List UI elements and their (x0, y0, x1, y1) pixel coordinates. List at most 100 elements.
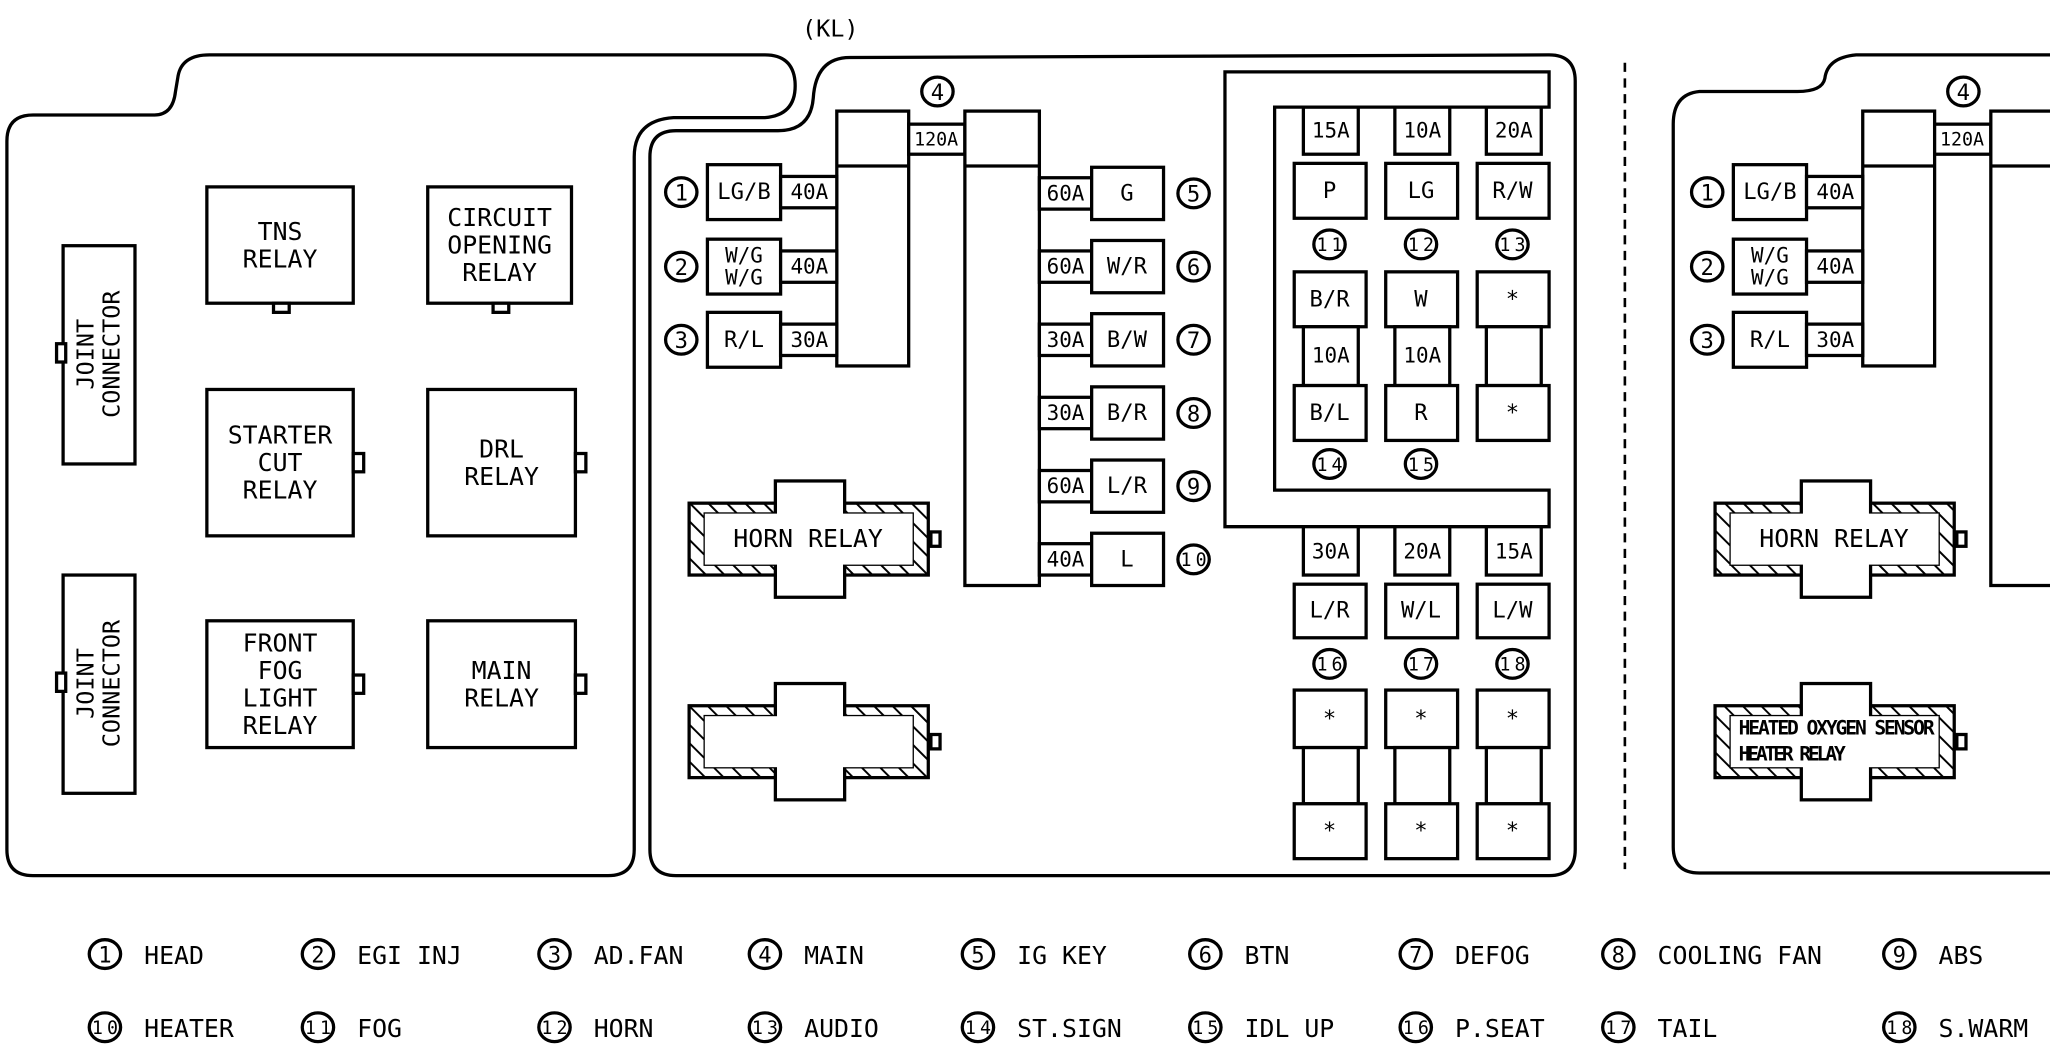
connector-terminal-icon (54, 342, 68, 364)
legend-number-circle (1601, 1011, 1636, 1044)
joint-connector-label: CONNECTOR (97, 619, 125, 747)
fuse-number: 6 (1187, 255, 1200, 281)
fuse-wire-color (1090, 531, 1166, 588)
relay-label: RELAY (243, 476, 318, 505)
fuse-amp (778, 322, 839, 358)
fuse-amp-label: 15A (1495, 540, 1533, 564)
fuse-number-circle (1176, 177, 1211, 210)
fuse-wire-color (1292, 688, 1368, 750)
relay (426, 185, 574, 305)
wire-color-label: * (1506, 400, 1519, 426)
fuse-wire-color (1090, 458, 1166, 514)
legend-number-circle (300, 1011, 336, 1044)
fuse-number: 1 (675, 180, 688, 206)
relay-label: HORN RELAY (1759, 524, 1909, 553)
fuse-amp (1301, 525, 1360, 577)
connector-terminal-icon (573, 451, 588, 474)
fuse-amp (1393, 325, 1452, 388)
wire-color-label: P (1323, 178, 1336, 204)
fuse-number-circle (663, 176, 699, 209)
fuse-number-circle (1403, 647, 1439, 680)
fuse-amp (1301, 325, 1360, 388)
connector-terminal-icon (271, 301, 291, 314)
fuse-amp-label: 30A (1047, 401, 1085, 425)
main-fuse-number: 4 (1957, 80, 1970, 106)
fuse-number-circle (663, 323, 699, 356)
relay-label: DRL (479, 434, 524, 463)
legend-label: MAIN (804, 941, 864, 970)
fuse-link (1301, 745, 1360, 806)
fuse-amp (1037, 322, 1094, 358)
fuse-bus-left (835, 109, 911, 368)
fuse-number-circle (1689, 323, 1725, 356)
fuse-link (1484, 745, 1543, 806)
relay-label: FOG (258, 656, 303, 685)
fuse-number-circle (1176, 250, 1211, 283)
relay (205, 185, 355, 305)
legend-label: BTN (1245, 941, 1290, 970)
relay-label: OPENING (447, 231, 552, 260)
fuse-number-circle (1312, 228, 1347, 261)
legend-label: IDL UP (1245, 1014, 1335, 1043)
fuse-wire-color (1292, 582, 1368, 640)
wire-color-label: * (1506, 706, 1519, 732)
legend-label: FOG (357, 1014, 402, 1043)
fuse-number-circle (1176, 396, 1211, 430)
fuse-amp-label: 40A (1816, 255, 1854, 279)
legend-number: 3 (548, 942, 561, 968)
wire-color-label: * (1323, 818, 1336, 844)
relay (205, 387, 355, 538)
relay-label: HEATED OXYGEN SENSOR (1739, 716, 1935, 739)
main-fuse-number-circle (920, 75, 955, 108)
fuse-amp-label: 10A (1403, 343, 1441, 367)
legend-number-circle (537, 1011, 572, 1044)
connector-terminal-icon (54, 671, 68, 693)
fuse-amp-label: 10A (1403, 119, 1441, 143)
fuse-wire-color (1475, 802, 1551, 861)
relay-label: HEATER RELAY (1739, 743, 1846, 766)
connector-terminal-icon (573, 673, 588, 695)
fuse-amp-label: 60A (1047, 181, 1085, 205)
fuse-amp (1037, 176, 1094, 211)
wire-color-label: * (1506, 818, 1519, 844)
fuse-amp (1484, 325, 1543, 388)
connector-terminal-icon (929, 530, 942, 548)
fuse-wire-color (1292, 802, 1368, 861)
relay-label: RELAY (462, 258, 537, 287)
fuse-amp-label: 20A (1495, 119, 1533, 143)
legend-label: S.WARM (1939, 1014, 2029, 1043)
wire-color-label: R/W (1492, 178, 1533, 204)
connector-terminal-icon (929, 732, 942, 751)
fuse-wire-color (1090, 312, 1166, 368)
wire-color-label: W/G (725, 244, 763, 268)
fuse-amp (1804, 249, 1865, 284)
relay-label: LIGHT (243, 683, 318, 712)
legend-number: 7 (1409, 942, 1422, 968)
fuse-number: 7 (1187, 328, 1200, 354)
main-fuse-amp-label: 120A (914, 129, 958, 150)
fuse-number-circle (1495, 647, 1530, 680)
fuse-number-circle (1312, 647, 1347, 680)
relay (205, 619, 355, 750)
relay-label: RELAY (464, 683, 539, 712)
relay-label: RELAY (243, 711, 318, 740)
legend-number-circle (537, 938, 572, 971)
wire-color-label: R/L (1750, 327, 1790, 353)
legend-label: HEATER (144, 1014, 234, 1043)
fuse-number: 2 (1701, 255, 1714, 281)
relay-label: MAIN (472, 656, 532, 685)
kl-label: (KL) (802, 15, 859, 43)
fuse-amp (1037, 249, 1094, 284)
fuse-amp-label: 40A (1047, 547, 1085, 571)
fuse-wire-color (1384, 802, 1460, 861)
wire-color-label: * (1414, 818, 1427, 844)
fuse-number-circle (1403, 228, 1439, 261)
fuse-wire-color (705, 163, 783, 222)
right-box-outline (1671, 53, 2050, 875)
main-fuse-amp (907, 122, 967, 156)
wire-color-label: L (1120, 546, 1133, 572)
fuse-amp-label: 15A (1312, 119, 1350, 143)
fuse-amp-label: 60A (1047, 474, 1085, 498)
relay (426, 387, 578, 538)
